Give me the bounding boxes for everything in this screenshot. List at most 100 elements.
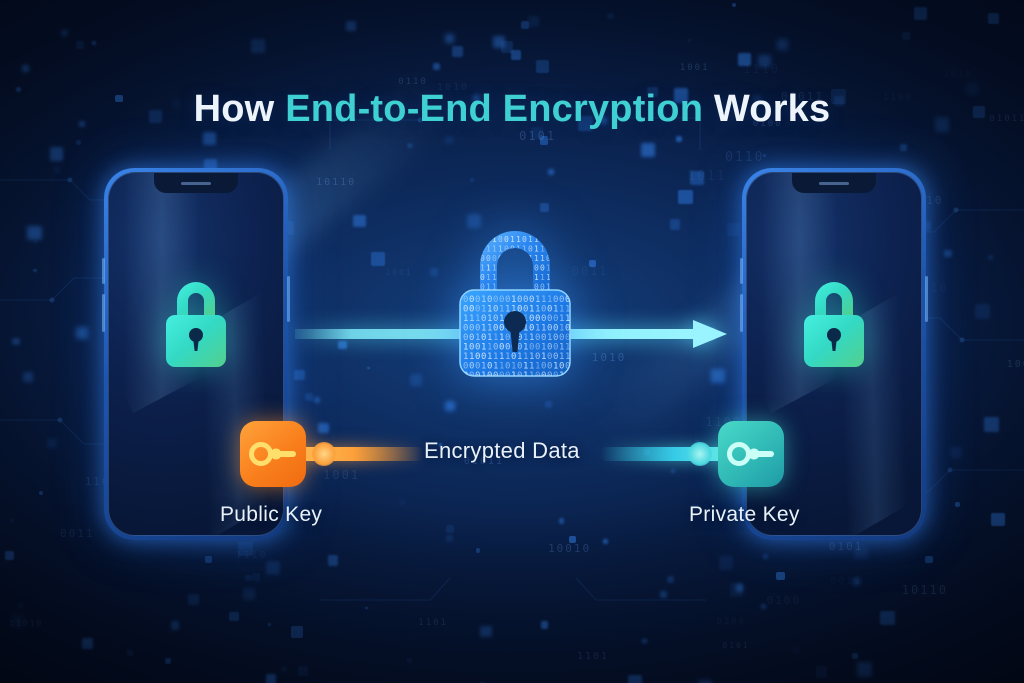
key-icon (249, 442, 296, 466)
svg-text:0: 0 (571, 324, 576, 334)
svg-text:1: 1 (463, 314, 468, 324)
svg-text:0: 0 (535, 371, 540, 380)
svg-text:1: 1 (559, 305, 564, 315)
svg-text:0: 0 (493, 305, 498, 315)
svg-text:1: 1 (492, 245, 497, 254)
svg-text:0: 0 (528, 273, 533, 282)
svg-text:1: 1 (546, 273, 551, 282)
svg-text:0: 0 (481, 352, 486, 362)
public-key-label: Public Key (220, 503, 323, 526)
encrypted-data-label: Encrypted Data (424, 438, 580, 463)
svg-text:0: 0 (547, 314, 552, 324)
svg-text:1: 1 (552, 264, 557, 273)
svg-text:1: 1 (475, 333, 480, 343)
svg-text:1: 1 (571, 362, 576, 372)
key-icon (727, 442, 774, 466)
svg-text:0: 0 (493, 343, 498, 353)
svg-text:1: 1 (469, 314, 474, 324)
phone-side-button-volume-down (740, 294, 743, 332)
svg-text:1: 1 (529, 371, 534, 380)
svg-text:0: 0 (522, 254, 527, 263)
svg-text:1: 1 (475, 314, 480, 324)
svg-text:0: 0 (553, 324, 558, 334)
svg-text:0: 0 (469, 305, 474, 315)
svg-text:0: 0 (504, 245, 509, 254)
public-key-badge[interactable] (240, 421, 306, 487)
svg-text:1: 1 (493, 362, 498, 372)
svg-text:1: 1 (510, 235, 515, 244)
svg-text:1: 1 (535, 295, 540, 305)
svg-text:0: 0 (505, 333, 510, 343)
svg-text:1: 1 (481, 295, 486, 305)
svg-text:0: 0 (505, 295, 510, 305)
svg-text:1: 1 (511, 362, 516, 372)
svg-text:0: 0 (528, 264, 533, 273)
svg-text:1: 1 (523, 362, 528, 372)
svg-text:0: 0 (541, 333, 546, 343)
svg-text:1: 1 (559, 352, 564, 362)
svg-text:1: 1 (463, 343, 468, 353)
svg-text:0: 0 (571, 371, 576, 380)
svg-text:0: 0 (523, 295, 528, 305)
svg-text:0: 0 (475, 305, 480, 315)
svg-text:1: 1 (511, 371, 516, 380)
private-key-badge[interactable] (718, 421, 784, 487)
svg-text:0: 0 (571, 352, 576, 362)
svg-text:1: 1 (541, 352, 546, 362)
svg-text:0: 0 (529, 343, 534, 353)
svg-text:1: 1 (565, 352, 570, 362)
svg-text:1: 1 (535, 305, 540, 315)
svg-text:1: 1 (504, 273, 509, 282)
svg-text:0: 0 (505, 362, 510, 372)
svg-text:0: 0 (498, 273, 503, 282)
svg-text:0: 0 (463, 324, 468, 334)
svg-text:1: 1 (534, 254, 539, 263)
svg-text:0: 0 (541, 371, 546, 380)
svg-text:1: 1 (535, 362, 540, 372)
svg-text:1: 1 (565, 343, 570, 353)
svg-text:0: 0 (571, 314, 576, 324)
svg-text:0: 0 (463, 362, 468, 372)
svg-text:1: 1 (534, 273, 539, 282)
svg-text:0: 0 (487, 295, 492, 305)
svg-text:0: 0 (499, 343, 504, 353)
svg-text:0: 0 (469, 324, 474, 334)
svg-text:0: 0 (547, 352, 552, 362)
svg-text:1: 1 (480, 264, 485, 273)
svg-text:1: 1 (559, 343, 564, 353)
svg-text:0: 0 (469, 343, 474, 353)
svg-text:0: 0 (475, 371, 480, 380)
svg-text:1: 1 (480, 245, 485, 254)
svg-text:1: 1 (498, 245, 503, 254)
svg-text:0: 0 (547, 371, 552, 380)
svg-text:0: 0 (547, 343, 552, 353)
phone-side-button-volume-up (102, 258, 105, 284)
svg-text:1: 1 (487, 343, 492, 353)
svg-text:0: 0 (481, 314, 486, 324)
svg-text:1: 1 (523, 352, 528, 362)
svg-text:1: 1 (493, 333, 498, 343)
svg-text:0: 0 (498, 254, 503, 263)
svg-text:0: 0 (463, 305, 468, 315)
svg-text:1: 1 (499, 305, 504, 315)
svg-text:1: 1 (559, 314, 564, 324)
svg-text:1: 1 (523, 333, 528, 343)
svg-text:1: 1 (535, 324, 540, 334)
svg-text:0: 0 (505, 371, 510, 380)
svg-text:1: 1 (499, 314, 504, 324)
svg-text:0: 0 (469, 362, 474, 372)
svg-text:0: 0 (487, 371, 492, 380)
svg-text:0: 0 (528, 245, 533, 254)
svg-text:0: 0 (517, 371, 522, 380)
svg-text:0: 0 (493, 295, 498, 305)
public-key-beam-node (312, 442, 336, 466)
svg-text:0: 0 (480, 254, 485, 263)
svg-text:0: 0 (469, 333, 474, 343)
svg-text:0: 0 (552, 235, 557, 244)
svg-text:1: 1 (553, 362, 558, 372)
svg-text:1: 1 (552, 254, 557, 263)
svg-text:0: 0 (552, 273, 557, 282)
svg-text:1: 1 (481, 324, 486, 334)
notch-speaker (819, 181, 849, 185)
svg-text:1: 1 (540, 254, 545, 263)
